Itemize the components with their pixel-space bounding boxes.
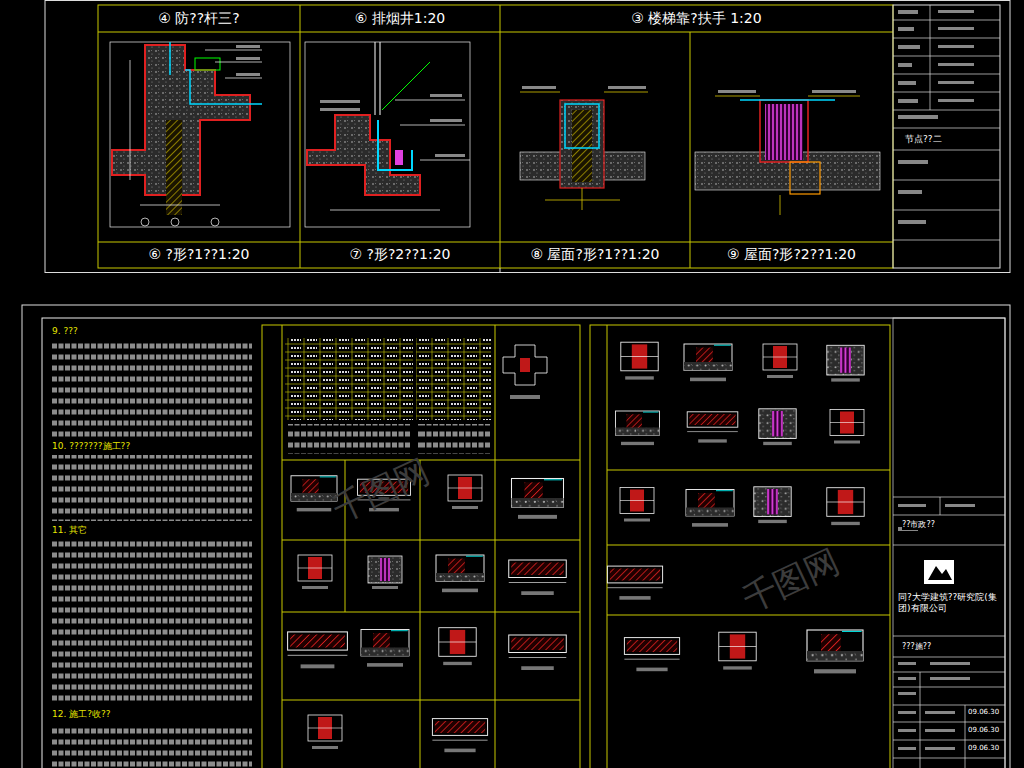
date: 09.06.30 bbox=[968, 726, 999, 734]
caption-cell: ⑨ 屋面?形?2??1:20 bbox=[691, 243, 892, 267]
detail-title: ③ 楼梯靠?扶手 1:20 bbox=[631, 11, 761, 26]
project-name: ??市政?? bbox=[902, 520, 935, 530]
watermark: 千图网 bbox=[326, 450, 436, 530]
bottom-sheet bbox=[22, 305, 1010, 768]
detail-title: ⑧ 屋面?形?1??1:20 bbox=[530, 247, 659, 262]
sheet-title: 节点??二 bbox=[905, 134, 942, 145]
caption-cell: ③ 楼梯靠?扶手 1:20 bbox=[501, 6, 892, 31]
right-panel bbox=[590, 325, 890, 768]
caption-cell: ④ 防??杆三? bbox=[99, 6, 299, 31]
roof-parapet-detail bbox=[520, 86, 648, 210]
top-sheet bbox=[45, 1, 1010, 273]
detail-title: ⑥ ?形?1??1:20 bbox=[148, 247, 249, 262]
title-block bbox=[893, 318, 1005, 768]
wall-section-detail bbox=[110, 42, 290, 227]
note-heading: 9. ??? bbox=[52, 326, 78, 337]
detail-title: ⑥ 排烟井1:20 bbox=[355, 11, 445, 26]
note-heading: 12. 施工?收?? bbox=[52, 709, 111, 720]
drawing-name: ???施?? bbox=[902, 642, 931, 652]
watermark: 千图网 bbox=[736, 540, 846, 620]
caption-cell: ⑥ ?形?1??1:20 bbox=[99, 243, 299, 267]
caption-cell: ⑦ ?形?2??1:20 bbox=[301, 243, 499, 267]
detail-thumbnails bbox=[288, 475, 567, 752]
note-heading: 10. ???????施工?? bbox=[52, 441, 130, 452]
caption-cell: ⑧ 屋面?形?1??1:20 bbox=[501, 243, 689, 267]
detail-title: ⑦ ?形?2??1:20 bbox=[349, 247, 450, 262]
caption-cell: ⑥ 排烟井1:20 bbox=[301, 6, 499, 31]
date: 09.06.30 bbox=[968, 708, 999, 716]
company-name: 同?大学建筑??研究院(集团)有限公司 bbox=[898, 592, 1002, 614]
roof-parapet-detail bbox=[695, 90, 880, 215]
detail-title: ⑨ 屋面?形?2??1:20 bbox=[727, 247, 856, 262]
smoke-shaft-detail bbox=[305, 42, 470, 227]
date: 09.06.30 bbox=[968, 744, 999, 752]
detail-title: ④ 防??杆三? bbox=[158, 11, 239, 26]
note-heading: 11. 其它 bbox=[52, 525, 87, 536]
